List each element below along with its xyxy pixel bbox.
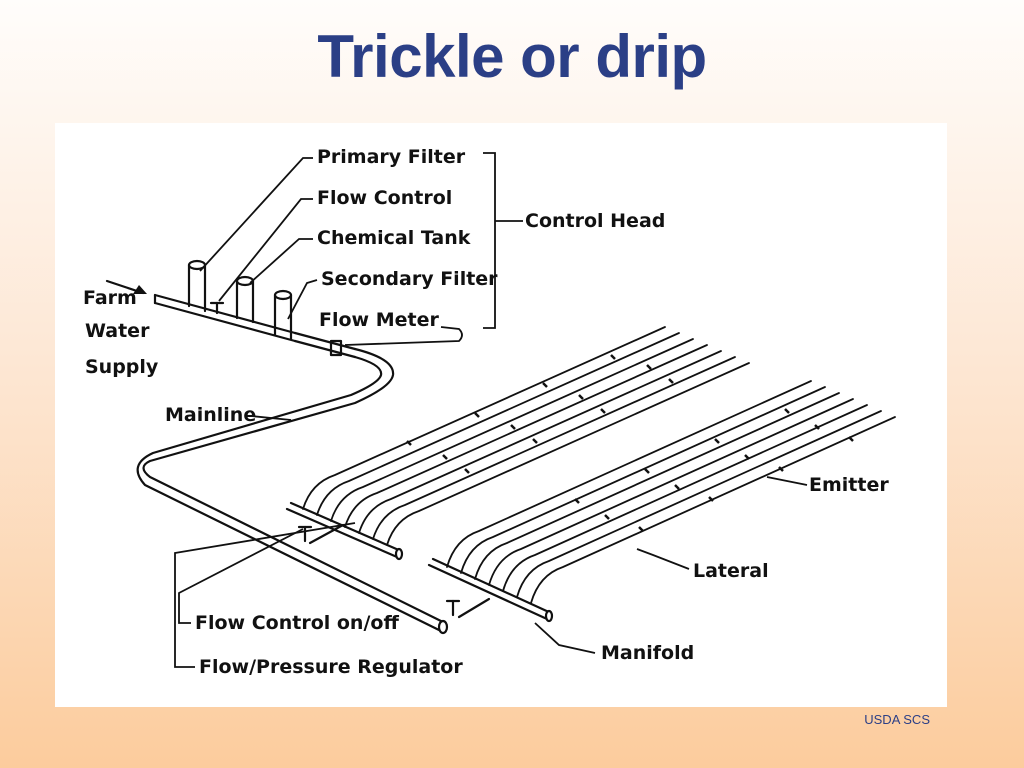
flow-control-onoff-valve: [297, 523, 345, 545]
label-lateral: Lateral: [693, 560, 769, 582]
label-mainline: Mainline: [165, 404, 256, 426]
label-control-head: Control Head: [525, 210, 665, 232]
label-farm: Farm: [83, 287, 137, 309]
label-flow-meter: Flow Meter: [319, 309, 439, 331]
label-primary-filter: Primary Filter: [317, 146, 466, 168]
mainline-pipe: [136, 347, 449, 635]
chemical-tank: [235, 275, 255, 324]
laterals-group-2: [446, 380, 896, 604]
slide-title: Trickle or drip: [317, 23, 707, 90]
control-head-pipe: [153, 293, 297, 343]
flow-pressure-regulator-valve: [445, 597, 491, 619]
label-flow-control-onoff: Flow Control on/off: [195, 612, 399, 634]
secondary-filter-tank: [273, 289, 293, 341]
flow-control-valve: [209, 301, 225, 315]
label-water: Water: [85, 320, 150, 342]
supply-arrow-icon: [105, 279, 147, 295]
laterals-group-1: [302, 326, 750, 546]
label-flow-pressure-regulator: Flow/Pressure Regulator: [199, 656, 463, 678]
primary-filter-tank: [187, 259, 207, 313]
label-supply: Supply: [85, 356, 159, 378]
label-secondary-filter: Secondary Filter: [321, 268, 498, 290]
label-emitter: Emitter: [809, 474, 889, 496]
source-credit: USDA SCS: [864, 712, 930, 727]
label-manifold: Manifold: [601, 642, 694, 664]
emitter-ticks: [406, 354, 854, 532]
drip-irrigation-diagram: Primary Filter Flow Control Chemical Tan…: [55, 123, 947, 707]
manifold-pipe-2: [427, 557, 554, 623]
label-chemical-tank: Chemical Tank: [317, 227, 471, 249]
label-flow-control: Flow Control: [317, 187, 452, 209]
leader-lines: [174, 152, 808, 668]
diagram-svg: Primary Filter Flow Control Chemical Tan…: [83, 146, 896, 678]
flow-meter: [293, 331, 357, 359]
manifold-pipe-1: [285, 501, 404, 561]
